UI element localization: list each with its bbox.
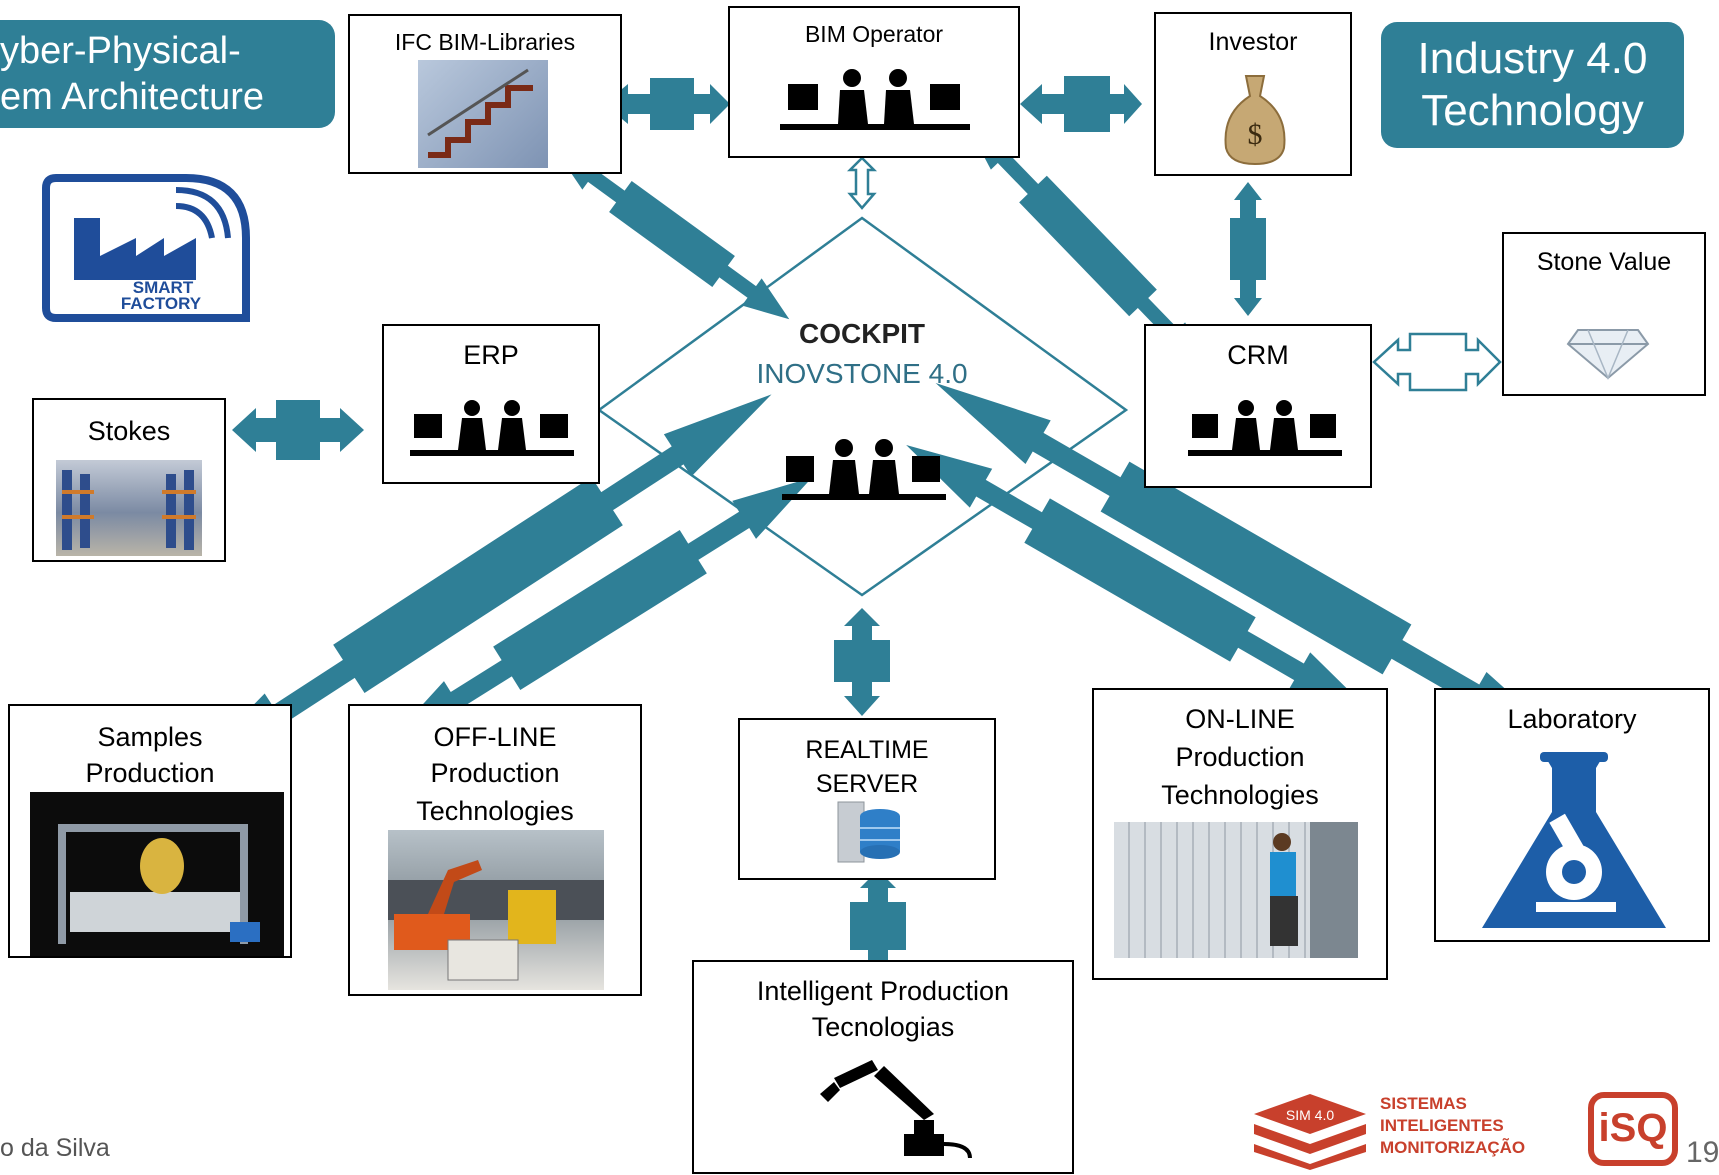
node-realtime-server: REALTIME SERVER [738,718,996,880]
excavator-image [388,830,604,990]
facade-worker-image [1114,822,1358,958]
arrow-stokes-erp [232,400,364,460]
realtime-label-2: SERVER [815,770,919,798]
money-bag-icon: $ [1220,70,1290,166]
arrow-realtime-intelligent [850,870,906,982]
footer-author: o da Silva [0,1134,110,1162]
workstation-icon [408,396,578,466]
node-offline-production: OFF-LINE Production Technologies [348,704,642,996]
smart-factory-logo: SMART FACTORY [36,168,256,322]
staircase-image [418,60,548,168]
node-ifc-bim-libraries: IFC BIM-Libraries [348,14,622,174]
online-label-1: ON-LINE [1185,704,1295,734]
node-laboratory: Laboratory [1434,688,1710,942]
crm-label: CRM [1227,340,1289,370]
workstation-icon [1186,396,1346,466]
node-samples-production: Samples Production [8,704,292,958]
title-right-line1: Industry 4.0 [1417,34,1648,83]
stone-value-label: Stone Value [1536,248,1672,276]
node-crm: CRM [1144,324,1372,488]
intelligent-label-2: Tecnologias [811,1012,955,1042]
arrow-crm-stone [1372,332,1502,392]
arrow-ifc-bim [604,78,730,130]
laboratory-label: Laboratory [1507,704,1637,734]
logo-line2: INTELIGENTES [1380,1116,1504,1135]
node-intelligent-production: Intelligent Production Tecnologias [692,960,1074,1174]
svg-text:SIM 4.0: SIM 4.0 [1286,1107,1334,1123]
node-erp: ERP [382,324,600,484]
arrow-bim-cockpit [846,156,878,210]
offline-label-3: Technologies [416,796,574,826]
arrow-bim-investor [1020,76,1142,132]
robot-arm-icon [814,1054,974,1164]
sim-logo-icon: SIM 4.0 [1250,1090,1370,1170]
diamond-icon [1566,324,1650,380]
bim-operator-label: BIM Operator [804,21,944,47]
realtime-label-1: REALTIME [805,736,929,764]
offline-label-2: Production [430,758,560,788]
node-stokes: Stokes [32,398,226,562]
title-left-line1: yber-Physical- [0,30,241,72]
page-number: 19 [1686,1136,1719,1169]
isq-logo: iSQ [1588,1092,1678,1166]
intelligent-label-1: Intelligent Production [756,976,1010,1006]
title-right-badge: Industry 4.0 Technology [1381,22,1684,148]
workstation-icon [780,436,950,512]
node-stone-value: Stone Value [1502,232,1706,396]
arrow-cockpit-realtime [834,608,890,716]
svg-text:$: $ [1248,118,1263,151]
cockpit-subtitle: INOVSTONE 4.0 [756,358,968,389]
logo-line1: SISTEMAS [1380,1094,1467,1113]
erp-label: ERP [463,340,519,370]
warehouse-image [56,460,202,556]
isq-logo-text: iSQ [1598,1106,1668,1150]
smart-factory-line2: FACTORY [120,294,202,313]
stokes-label: Stokes [87,416,171,446]
ifc-label: IFC BIM-Libraries [394,29,576,55]
workstation-icon [778,64,974,140]
node-bim-operator: BIM Operator [728,6,1020,158]
online-label-3: Technologies [1161,780,1319,810]
logo-line3: MONITORIZAÇÃO [1380,1138,1526,1157]
online-label-2: Production [1175,742,1305,772]
samples-label-2: Production [85,758,215,788]
server-icon [834,796,904,866]
title-right-line2: Technology [1421,86,1644,135]
title-left-line2: em Architecture [0,76,264,118]
node-online-production: ON-LINE Production Technologies [1092,688,1388,980]
node-investor: Investor $ [1154,12,1352,176]
3d-printer-image [30,792,284,956]
smart-factory-line1: SMART [132,278,194,297]
samples-label-1: Samples [97,722,203,752]
title-left-badge: yber-Physical- em Architecture [0,20,335,128]
investor-label: Investor [1208,28,1298,56]
arrow-investor-crm [1230,182,1266,316]
cockpit-title: COCKPIT [799,318,925,349]
offline-label-1: OFF-LINE [433,722,557,752]
lab-flask-icon [1476,752,1672,936]
